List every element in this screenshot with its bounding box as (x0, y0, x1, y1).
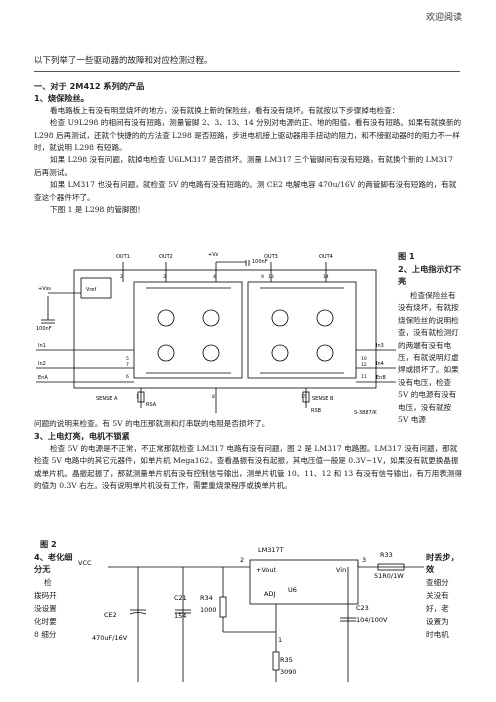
sidebar-title: 2、上电指示灯不亮 (398, 264, 462, 286)
paragraph: 下图 1 是 L298 的管脚图！ (50, 205, 145, 215)
pin-in2: In2 (38, 361, 46, 367)
r33-value: 51R0/1W (374, 572, 404, 580)
pin-number: 7 (126, 362, 129, 368)
node-1: 1 (278, 636, 282, 644)
c23-label: C23 (356, 604, 369, 612)
section-2: 问题的说明来检查。有 5V 的电压那就测和灯串联的电阻是否损坏了。 3、上电灯亮… (34, 418, 462, 492)
pin-enb: EnB (376, 375, 386, 381)
right-col-text: 查细分 关没有 好，老 设置为 时电机 (426, 578, 449, 639)
left-col-title: 4、老化细分无 (34, 552, 73, 574)
pin-number: 15 (301, 394, 307, 400)
ce2-label: CE2 (104, 611, 117, 619)
pin-out2: OUT2 (159, 254, 173, 260)
vout-label: +Vout (256, 566, 276, 574)
item-1-title: 1、烧保险丝。 (34, 93, 89, 104)
fig-1-caption: 图 1 (398, 251, 415, 261)
u6-label: U6 (288, 586, 297, 594)
left-col-text: 检 拨码开 没设置 化时要 8 细分 (34, 578, 57, 639)
pin-number: 14 (323, 274, 329, 280)
cap2-label: 100nF (36, 326, 52, 332)
pin-in3: In3 (376, 343, 384, 349)
pin-number: 4 (213, 274, 216, 280)
node-3: 3 (362, 556, 366, 564)
node-2: 2 (240, 556, 244, 564)
lm317-schematic: VCC LM317T +Vout Vin U6 ADJ CE2 470uF/16… (78, 546, 424, 682)
pin-out3: OUT3 (264, 254, 278, 260)
pin-number: 9 (261, 274, 264, 280)
page-header: 欢迎阅读 (425, 13, 462, 23)
paragraph: 看电路板上有没有明显烧坏的地方，没有就换上新的保险丝，看有没有烧坏。有就按以下步… (50, 105, 400, 115)
pin-vs: +Vs (208, 252, 219, 258)
paragraph: 如果 LM317 也没有问题，就检查 5V 的电路有没有短路的。测 CE2 电解… (34, 180, 457, 202)
sense-b: SENSE B (312, 396, 334, 402)
vcc-label: VCC (78, 559, 92, 567)
c23-value: 104/100V (356, 616, 388, 624)
pin-number: 2 (120, 274, 123, 280)
rsb-label: RSB (311, 408, 322, 414)
l298-schematic: OUT1 OUT2 +Vs 100nF OUT3 OUT4 +Vss 100nF… (36, 252, 396, 416)
r34-label: R34 (200, 594, 213, 602)
pin-out1: OUT1 (116, 254, 130, 260)
pin-number: 8 (212, 394, 215, 400)
pin-number: 5 (126, 356, 129, 362)
sidebar-text: 检查保险丝有没有烧坏，有就按烧保险丝的说明检查，没有就检测灯的两端有没有电压，有… (398, 291, 459, 425)
vref-label: Vref (86, 287, 96, 293)
right-col-title: 时丢步，效 (426, 552, 459, 574)
section-1: 一、对于 2M412 系列的产品 1、烧保险丝。 看电路板上有没有明显烧坏的地方… (34, 80, 462, 216)
intro-text: 以下列举了一些驱动器的故障和对应检测过程。 (34, 56, 213, 66)
c21-label: C21 (174, 594, 187, 602)
pin-out4: OUT4 (319, 254, 333, 260)
pin-in1: In1 (38, 343, 46, 349)
ce2-value: 470uF/16V (92, 634, 128, 642)
r33-label: R33 (380, 551, 393, 559)
pin-number: 10 (361, 356, 367, 362)
pin-vss: +Vss (38, 286, 51, 292)
r35-label: R35 (280, 656, 293, 664)
pin-number: 6 (126, 374, 129, 380)
pin-number: 11 (361, 374, 367, 380)
paragraph: 检查 5V 的电源是不正常，不正常那就检查 LM317 电路有没有问题，图 2 … (34, 443, 462, 491)
divider (34, 71, 460, 72)
pin-number: 12 (361, 362, 367, 368)
lm317-label: LM317T (258, 546, 284, 554)
r35-value: 3090 (280, 668, 297, 676)
vin-label: Vin (336, 566, 346, 574)
adj-label: ADJ (264, 590, 275, 598)
pin-in4: In4 (376, 361, 384, 367)
pin-ena: EnA (38, 375, 48, 381)
paragraph: 检查 U9L298 的相间有没有短路，测量管脚 2、3、13、14 分别对电源的… (34, 118, 462, 153)
paragraph: 如果 L298 没有问题，就掉电检查 U6LM317 是否损坏。测量 LM317… (34, 155, 453, 177)
pin-number: 1 (136, 394, 139, 400)
fig-code: S-3887/K (354, 410, 377, 416)
sense-a: SENSE A (96, 396, 118, 402)
pin-number: 3 (163, 274, 166, 280)
section-1-title: 一、对于 2M412 系列的产品 (34, 81, 145, 91)
item-3-title: 3、上电灯亮，电机不锁紧 (34, 431, 130, 442)
c21-value: 154 (174, 612, 186, 620)
cap-label: 100nF (252, 259, 268, 265)
r34-value: 1000 (200, 606, 217, 614)
paragraph: 问题的说明来检查。有 5V 的电压那就测和灯串联的电阻是否损坏了。 (34, 419, 270, 428)
fig-2-caption: 图 2 (40, 539, 57, 549)
rsa-label: RSA (146, 402, 157, 408)
pin-number: 13 (268, 274, 274, 280)
